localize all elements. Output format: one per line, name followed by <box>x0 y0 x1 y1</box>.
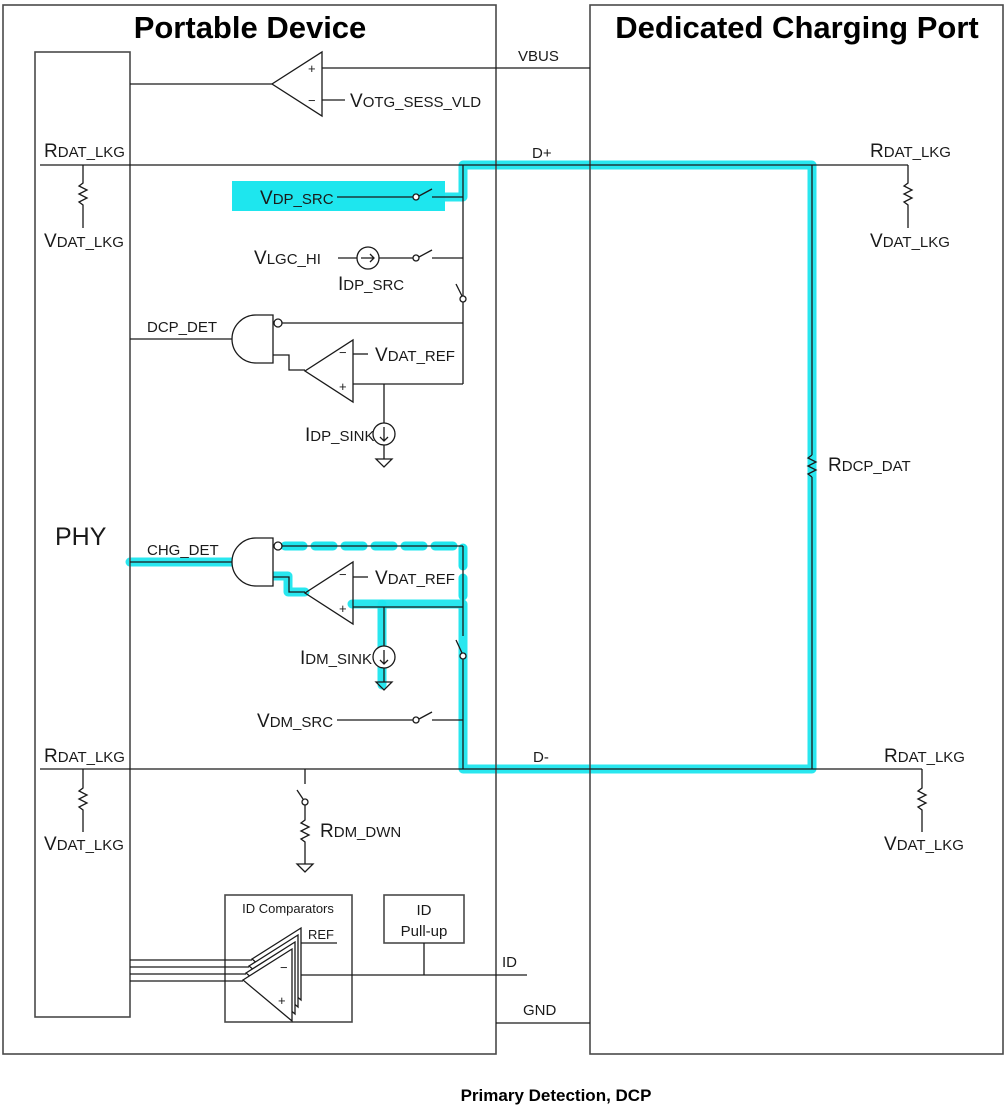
idp-src-branch: VLGC_HI IDP_SRC <box>254 246 463 295</box>
phy-block <box>34 51 131 1018</box>
arrow-down-icon <box>379 650 389 665</box>
vdp-src-switch: VDP_SRC <box>260 188 463 209</box>
id-comparators-box <box>224 894 353 1023</box>
ref-label: REF <box>308 927 334 942</box>
d-minus-line: D- RDAT_LKG VDAT_LKG RDAT_LKG VDAT_LKG <box>40 746 965 855</box>
vdat-lkg-label: VDAT_LKG <box>44 231 124 252</box>
resistor-icon <box>77 165 89 228</box>
votg-sess-vld-label: VOTG_SESS_VLD <box>350 91 481 112</box>
ground-icon <box>374 458 394 468</box>
vbus-comparator: + − VOTG_SESS_VLD VBUS <box>130 48 590 118</box>
rdat-lkg-label: RDAT_LKG <box>44 141 125 162</box>
minus-sign: − <box>308 93 316 108</box>
vbus-label: VBUS <box>518 48 559 65</box>
comparator-symbol <box>241 947 293 1023</box>
switch-blade-icon <box>418 711 433 720</box>
resistor-icon <box>299 805 311 864</box>
gnd-label: GND <box>523 1002 557 1019</box>
inverter-bubble-icon <box>273 318 283 328</box>
switch-contact-icon <box>412 716 420 724</box>
and-gate-icon <box>231 537 274 587</box>
vdat-lkg-dcp-label: VDAT_LKG <box>870 231 950 252</box>
id-label: ID <box>502 954 517 971</box>
plus-sign: + <box>339 379 347 394</box>
gnd-line: GND <box>496 1002 590 1024</box>
minus-sign: − <box>339 567 347 582</box>
id-pullup-label-line1: ID <box>417 902 432 919</box>
portable-device-box <box>2 4 497 1055</box>
idm-sink-label: IDM_SINK <box>300 648 372 669</box>
comparator-symbol <box>303 560 354 626</box>
dcp-det-label: DCP_DET <box>147 319 217 336</box>
minus-sign: − <box>280 960 288 975</box>
comparator-output-bus <box>130 959 252 982</box>
idp-src-label: IDP_SRC <box>338 274 404 295</box>
id-comparators-block: ID Comparators − + REF ID <box>130 894 527 1023</box>
d-minus-label: D- <box>533 749 549 766</box>
plus-sign: + <box>339 601 347 616</box>
id-comparators-label: ID Comparators <box>242 901 334 916</box>
ground-icon <box>295 863 315 873</box>
plus-sign: + <box>308 61 316 76</box>
resistor-icon <box>902 165 914 228</box>
switch-blade-icon <box>455 283 463 297</box>
rdcp-dat-resistor: RDCP_DAT <box>806 165 911 769</box>
switch-contact-icon <box>301 798 309 806</box>
switch-contact-icon <box>459 295 467 303</box>
plus-sign: + <box>278 993 286 1008</box>
arrow-down-icon <box>379 427 389 442</box>
switch-blade-icon <box>455 639 463 654</box>
diagram-caption: Primary Detection, DCP <box>461 1086 652 1105</box>
and-gate-icon <box>231 314 274 364</box>
highlight-layer <box>125 160 817 774</box>
vdm-src-label: VDM_SRC <box>257 711 333 732</box>
chg-det-switch <box>455 607 467 769</box>
vdat-ref-label: VDAT_REF <box>375 345 455 366</box>
chg-det-logic: CHG_DET − + VDAT_REF IDM_SINK <box>130 537 464 691</box>
d-plus-label: D+ <box>532 145 552 162</box>
id-pullup-block: ID Pull-up <box>383 894 465 975</box>
d-plus-line: D+ RDAT_LKG VDAT_LKG RDAT_LKG VDAT_LKG <box>40 141 951 252</box>
dcp-current-path-highlight <box>331 160 817 774</box>
dedicated-charging-port-box <box>589 4 1004 1055</box>
phy-label: PHY <box>55 523 107 551</box>
resistor-icon <box>806 454 818 478</box>
switch-blade-icon <box>418 249 433 258</box>
resistor-icon <box>77 769 89 832</box>
vdat-ref-label: VDAT_REF <box>375 568 455 589</box>
rdm-dwn-label: RDM_DWN <box>320 821 401 842</box>
vdm-src-switch: VDM_SRC <box>257 711 463 732</box>
comparator-symbol <box>303 338 354 404</box>
rdat-lkg-dcp-label: RDAT_LKG <box>870 141 951 162</box>
id-pullup-label-line2: Pull-up <box>401 923 448 940</box>
resistor-icon <box>916 769 928 832</box>
vlgc-hi-label: VLGC_HI <box>254 248 321 269</box>
switch-blade-icon <box>296 789 304 800</box>
switch-blade-icon <box>418 188 433 197</box>
comparator-symbol <box>270 50 323 118</box>
dcp-title: Dedicated Charging Port <box>615 10 978 45</box>
gate-input-wire <box>273 576 305 593</box>
switch-contact-icon <box>459 652 467 660</box>
rdm-dwn-branch: RDM_DWN <box>295 769 401 873</box>
vdat-lkg-label: VDAT_LKG <box>44 834 124 855</box>
rdat-lkg-label: RDAT_LKG <box>44 746 125 767</box>
vdp-src-label: VDP_SRC <box>260 188 334 209</box>
minus-sign: − <box>339 345 347 360</box>
chg-det-label: CHG_DET <box>147 542 219 559</box>
inverter-bubble-icon <box>273 541 283 551</box>
arrow-right-icon <box>361 253 375 263</box>
idp-sink-label: IDP_SINK <box>305 425 374 446</box>
rdcp-dat-label: RDCP_DAT <box>828 455 911 476</box>
dcp-det-switch <box>455 283 467 303</box>
switch-contact-icon <box>412 254 420 262</box>
gate-input-wire <box>273 354 305 371</box>
rdat-lkg-dcp-label: RDAT_LKG <box>884 746 965 767</box>
ground-icon <box>374 681 394 691</box>
vdat-lkg-dcp-label: VDAT_LKG <box>884 834 964 855</box>
portable-device-title: Portable Device <box>134 10 367 45</box>
switch-contact-icon <box>412 193 420 201</box>
dcp-det-logic: DCP_DET − + VDAT_REF IDP_SINK <box>130 314 463 468</box>
